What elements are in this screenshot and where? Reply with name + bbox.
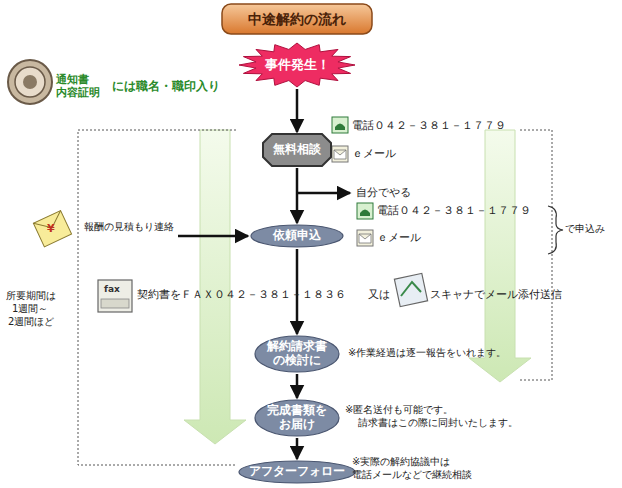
event-burst: 事件発生！: [238, 42, 356, 88]
note-text: ※実際の解約協議中は: [352, 456, 450, 468]
note-text: スキャナでメール添付送信: [430, 288, 562, 301]
email-icon: [334, 150, 346, 159]
note-text: 通知書: [56, 73, 89, 86]
note-text: 報酬の見積もり連絡: [84, 221, 174, 233]
note-text: には職名・職印入り: [112, 79, 220, 93]
fax-icon: [98, 280, 132, 312]
process-ellipse: 解約請求書 の検討に: [254, 335, 340, 373]
node-label: 依頼申込: [273, 229, 321, 243]
flow-arrow: [296, 89, 299, 132]
node-label: 完成書類を お届け: [265, 404, 329, 432]
phone-icon: [360, 210, 370, 217]
note-text: ※匿名送付も可能です。: [345, 404, 453, 416]
stamp-icon: [15, 67, 45, 97]
flow-arrow: [296, 168, 299, 223]
email-text: ｅメール: [377, 231, 421, 244]
note-text: ※作業経過は逐一報告をいれます。: [348, 347, 506, 359]
flow-arrow: [296, 374, 299, 398]
fax-icon: [101, 299, 129, 308]
node-label: アフターフォロー: [249, 465, 345, 479]
note-text: 又は: [368, 288, 390, 301]
period-bracket: [520, 130, 552, 380]
process-ellipse: 依頼申込: [250, 224, 344, 248]
note-text: 請求書はこの際に同封いたします。: [358, 417, 518, 429]
fee-arrow: [178, 235, 248, 238]
title-text: 中途解約の流れ: [222, 4, 372, 34]
brace: [548, 206, 563, 254]
branch-label: 自分でやる: [356, 186, 411, 199]
note-text: 内容証明: [56, 86, 100, 99]
node-label: 無料相談: [273, 143, 321, 157]
stamp-icon: [23, 75, 37, 89]
scanner-icon: [394, 273, 427, 306]
process-ellipse: 完成書類を お届け: [254, 399, 340, 437]
node-label: 解約請求書 の検討に: [265, 340, 329, 368]
consult-box: 無料相談: [262, 133, 332, 167]
email-text: ｅメール: [352, 147, 396, 160]
process-ellipse: アフターフォロー: [238, 460, 356, 484]
guide-arrow: [469, 130, 531, 382]
title-box: [222, 4, 372, 34]
note-text: で申込み: [565, 223, 605, 235]
stamp-icon: [8, 60, 52, 104]
flow-arrow: [296, 438, 299, 459]
envelope-icon: [33, 211, 71, 247]
yen-mark: ¥: [47, 222, 55, 235]
node-label: 事件発生！: [265, 58, 330, 73]
note-text: 契約書をＦＡＸ０４２－３８１－１８３６: [137, 288, 346, 301]
phone-number: 電話０４２－３８１－１７７９: [377, 204, 531, 217]
scanner-icon: [401, 282, 421, 296]
note-text: 電話メールなどで継続相談: [352, 469, 472, 481]
email-icon: [357, 230, 373, 246]
phone-icon: [335, 124, 345, 131]
phone-icon: [357, 203, 373, 219]
email-icon: [359, 234, 371, 243]
period-text: 2週間ほど: [8, 316, 54, 328]
phone-icon: [332, 117, 348, 133]
email-icon: [332, 146, 348, 162]
phone-number: 電話０４２－３８１－１７７９: [352, 119, 506, 132]
fax-mark: fax: [104, 284, 120, 295]
guide-arrow: [184, 130, 246, 444]
period-text: 1週間～: [12, 303, 48, 315]
period-text: 所要期間は: [6, 290, 56, 302]
branch-arrow: [297, 192, 350, 195]
